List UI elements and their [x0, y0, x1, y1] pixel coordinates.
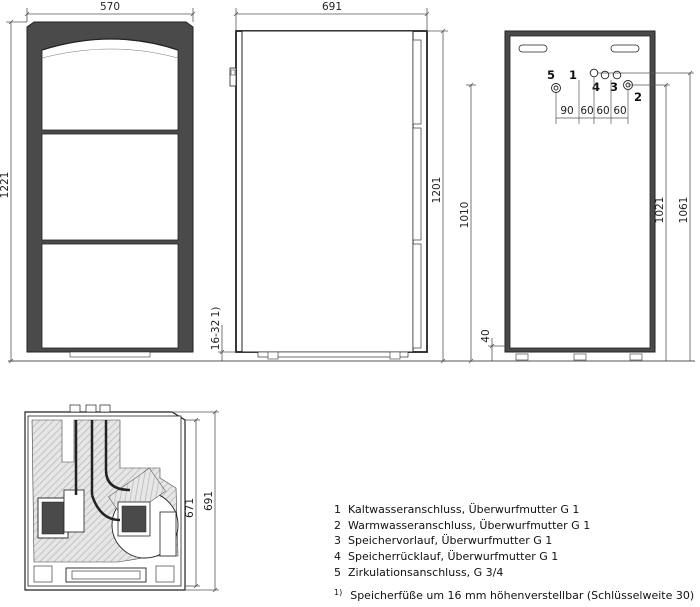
side-body-height-value: 1010: [459, 202, 471, 229]
connection-4-stub: [600, 70, 610, 80]
top-width-dimension: [185, 417, 200, 589]
connection-1-stub: [589, 68, 599, 78]
side-height-dimension: [427, 28, 448, 364]
rear-outer-height-dimension: [598, 70, 694, 361]
front-width-value: 570: [100, 1, 120, 13]
feet-adjust-dimension: [218, 325, 236, 361]
legend-number: 5: [334, 565, 341, 579]
connection-label-5: 5: [547, 68, 555, 82]
spacing-value-2: 60: [580, 105, 593, 117]
connection-label-1: 1: [569, 68, 577, 82]
connection-spacing-dimension: [555, 77, 629, 124]
front-height-value: 1221: [0, 172, 11, 199]
spacing-value-1: 90: [560, 105, 573, 117]
connection-label-4: 4: [592, 80, 600, 94]
front-view: [26, 21, 194, 358]
rear-view: [504, 30, 656, 361]
legend-item: 3 Speichervorlauf, Überwurfmutter G 1: [334, 533, 700, 549]
legend-number: 4: [334, 550, 341, 564]
legend-number: 1: [334, 503, 341, 517]
front-height-dimension: [6, 19, 27, 364]
side-body-height-dimension: [466, 82, 476, 364]
side-depth-value: 691: [322, 1, 342, 13]
legend-item: 2 Warmwasseranschluss, Überwurfmutter G …: [334, 518, 700, 534]
legend-item: 1 Kaltwasseranschluss, Überwurfmutter G …: [334, 502, 700, 518]
top-section-view: [24, 404, 186, 591]
feet-adjust-value: 16-32: [210, 320, 222, 351]
legend-number: 3: [334, 534, 341, 548]
connection-3-stub: [612, 70, 622, 80]
side-height-value: 1201: [431, 177, 443, 204]
legend-text: Warmwasseranschluss, Überwurfmutter G 1: [348, 518, 591, 532]
connection-stubs: [551, 68, 633, 93]
connection-label-2: 2: [634, 90, 642, 104]
rear-inner-height-value: 1021: [654, 197, 666, 224]
rear-bottom-dimension: [488, 338, 505, 361]
feet-adjust-note: 1): [210, 307, 222, 318]
top-depth-value: 691: [203, 491, 215, 511]
legend-text: Speichervorlauf, Überwurfmutter G 1: [348, 534, 553, 548]
top-width-value: 671: [184, 498, 196, 518]
rear-inner-height-dimension: [628, 82, 670, 361]
legend-number: 2: [334, 518, 341, 532]
legend-text: Speicherrücklauf, Überwurfmutter G 1: [348, 550, 559, 564]
footnote-marker: 1): [334, 588, 343, 597]
spacing-value-4: 60: [613, 105, 626, 117]
footnote-text: Speicherfüße um 16 mm höhenverstellbar (…: [350, 589, 695, 602]
connection-label-3: 3: [610, 80, 618, 94]
front-width-dimension: [24, 8, 196, 22]
rear-outer-height-value: 1061: [678, 197, 690, 224]
footnote: 1) Speicherfüße um 16 mm höhenverstellbar…: [334, 588, 700, 602]
side-depth-dimension: [233, 8, 430, 31]
top-depth-dimension: [172, 409, 219, 593]
legend-text: Zirkulationsanschluss, G 3/4: [348, 565, 504, 579]
side-view: [229, 30, 428, 360]
legend-item: 4 Speicherrücklauf, Überwurfmutter G 1: [334, 549, 700, 565]
spacing-value-3: 60: [596, 105, 609, 117]
connection-legend: 1 Kaltwasseranschluss, Überwurfmutter G …: [334, 502, 700, 580]
rear-bottom-value: 40: [480, 329, 492, 342]
legend-item: 5 Zirkulationsanschluss, G 3/4: [334, 564, 700, 580]
legend-text: Kaltwasseranschluss, Überwurfmutter G 1: [348, 503, 580, 517]
